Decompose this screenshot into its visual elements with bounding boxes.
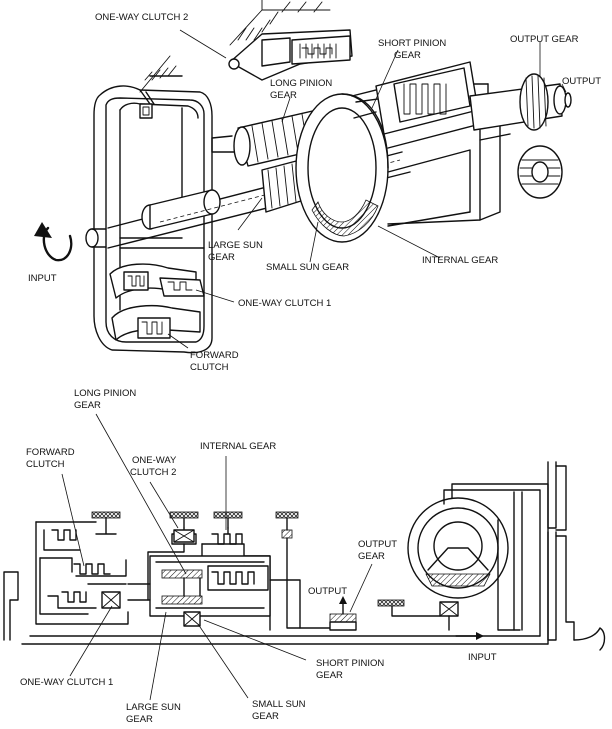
- cutaway-illustration: ONE-WAY CLUTCH 2 SHORT PINION GEAR OUTPU…: [28, 0, 601, 373]
- label-long-pinion-gear-line1: LONG PINION: [270, 78, 332, 89]
- label-large-sun-gear-b-line1: LARGE SUN: [126, 702, 181, 713]
- label-one-way-clutch-1: ONE-WAY CLUTCH 1: [238, 298, 331, 309]
- ground-3: [213, 511, 243, 519]
- bottom-leader-lines: [61, 413, 373, 701]
- input-arrow-head: [34, 222, 52, 238]
- top-leader-lines: [167, 29, 567, 349]
- output-gear-schematic: [329, 596, 357, 631]
- label-output-gear-b-line2: GEAR: [358, 551, 385, 562]
- output-gear-block: [329, 613, 357, 623]
- label-forward-clutch-b-line2: CLUTCH: [26, 459, 65, 470]
- input-hub: [85, 228, 107, 248]
- one-way-clutch-2-part: [228, 29, 353, 81]
- label-internal-gear: INTERNAL GEAR: [422, 255, 498, 266]
- schematic-diagram: LONG PINION GEAR FORWARD CLUTCH INTERNAL…: [3, 388, 606, 725]
- label-short-pinion-gear-line1: SHORT PINION: [378, 38, 446, 49]
- label-long-pinion-gear-b-line1: LONG PINION: [74, 388, 136, 399]
- label-short-pinion-gear-b-line2: GEAR: [316, 670, 343, 681]
- ground-4-block: [281, 529, 293, 539]
- label-short-pinion-gear-line2: GEAR: [394, 50, 421, 61]
- label-small-sun-gear-b-line2: GEAR: [252, 711, 279, 722]
- input-arrow-schematic: [455, 632, 484, 640]
- one-way-clutch-2-schematic: [147, 527, 197, 601]
- label-forward-clutch-line1: FORWARD: [190, 350, 239, 361]
- label-one-way-clutch-2-b-line1: ONE-WAY: [132, 455, 177, 466]
- label-short-pinion-gear-b-line1: SHORT PINION: [316, 658, 384, 669]
- output-gear-block-2: [329, 621, 357, 631]
- long-pinion-hatch: [161, 569, 203, 579]
- label-forward-clutch-line2: CLUTCH: [190, 362, 229, 373]
- label-output-gear-b-line1: OUTPUT: [358, 539, 397, 550]
- label-one-way-clutch-2-b-line2: CLUTCH 2: [130, 467, 176, 478]
- internal-gear-part: [295, 83, 489, 243]
- label-large-sun-gear-b-line2: GEAR: [126, 714, 153, 725]
- planetary-set-schematic: [127, 555, 301, 629]
- label-internal-gear-b: INTERNAL GEAR: [200, 441, 276, 452]
- planet-carrier-part: [353, 61, 511, 227]
- ground-1: [91, 511, 121, 519]
- label-large-sun-gear-line1: LARGE SUN: [208, 240, 263, 251]
- label-large-sun-gear-line2: GEAR: [208, 252, 235, 263]
- planetary-frame: [149, 555, 271, 617]
- label-long-pinion-gear-b-line2: GEAR: [74, 400, 101, 411]
- ground-2: [169, 511, 199, 519]
- ground-5: [377, 599, 405, 607]
- label-long-pinion-gear-line2: GEAR: [270, 90, 297, 101]
- label-output-gear: OUTPUT GEAR: [510, 34, 579, 45]
- large-sun-hatch: [161, 595, 203, 605]
- ground-symbols: [91, 511, 441, 629]
- label-output-b: OUTPUT: [308, 586, 347, 597]
- forward-clutch-schematic: [35, 521, 129, 625]
- label-forward-clutch-b-line1: FORWARD: [26, 447, 75, 458]
- label-small-sun-gear-b-line1: SMALL SUN: [252, 699, 306, 710]
- label-one-way-clutch-2: ONE-WAY CLUTCH 2: [95, 12, 188, 23]
- ground-4: [275, 511, 299, 519]
- input-arrowhead-schematic: [476, 632, 484, 640]
- label-one-way-clutch-1-b: ONE-WAY CLUTCH 1: [20, 677, 113, 688]
- one-way-clutch-1-schematic: [101, 591, 121, 609]
- case-ground-hatch: [139, 0, 331, 93]
- input-rotation-arrow: [34, 222, 73, 262]
- housing-left: [3, 571, 549, 645]
- ring-circle-inner: [433, 521, 483, 571]
- one-way-clutch-1-part: [109, 263, 205, 341]
- label-output: OUTPUT: [562, 76, 601, 87]
- output-arrow-head: [339, 596, 347, 604]
- label-input-b: INPUT: [468, 652, 497, 663]
- differential-schematic: [407, 461, 606, 651]
- label-input: INPUT: [28, 273, 57, 284]
- output-gear-part: [469, 73, 572, 199]
- label-small-sun-gear: SMALL SUN GEAR: [266, 262, 349, 273]
